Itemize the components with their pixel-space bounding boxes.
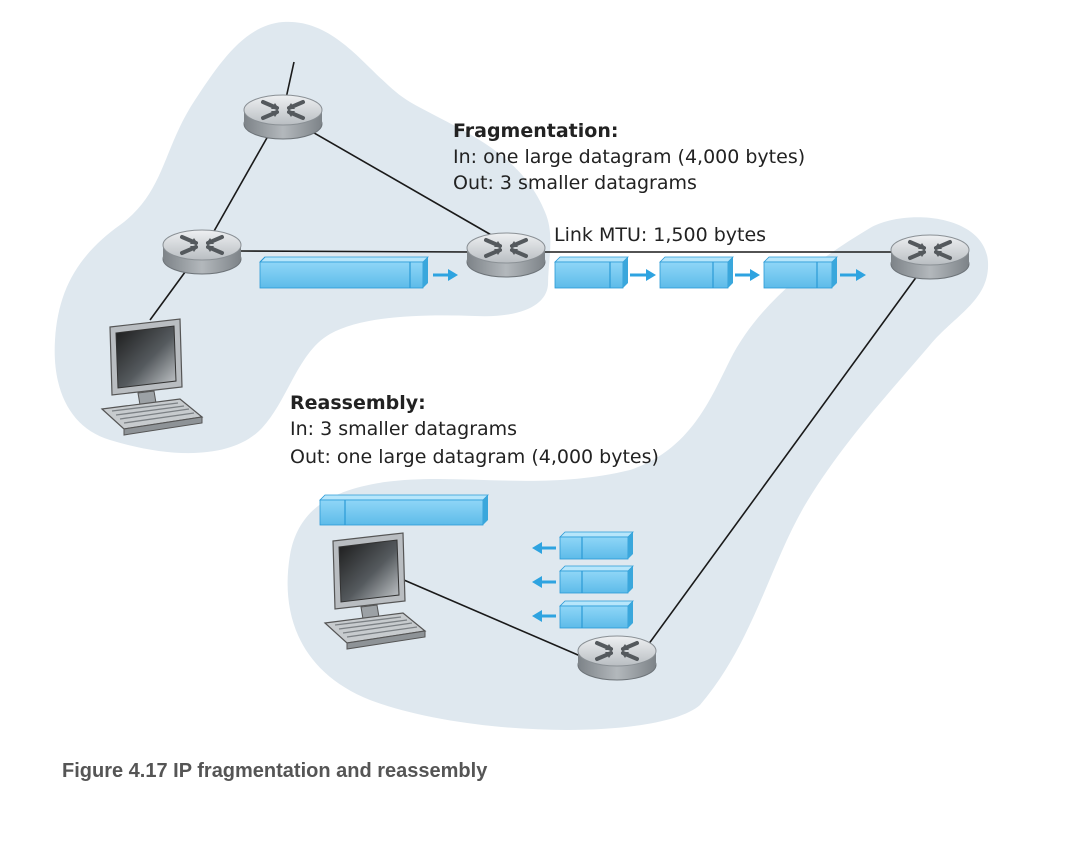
router-right [889,233,971,281]
fragmentation-out-text: Out: 3 smaller datagrams [453,172,697,194]
fragment-3 [763,256,838,289]
arrow-fragment-1 [630,269,656,281]
arrow-received-fragment-2 [532,576,556,588]
fragmentation-title: Fragmentation: [453,120,618,142]
received-fragment-2 [559,565,634,594]
router-bottom [576,634,658,682]
link-router-top-to-left [208,135,269,241]
reassembly-out-text: Out: one large datagram (4,000 bytes) [290,446,659,468]
router-top [242,93,324,141]
router-left [161,228,243,276]
link-router-left-to-middle [239,250,471,253]
link-router-right-to-bottom [647,271,921,646]
figure-caption: Figure 4.17 IP fragmentation and reassem… [62,760,488,782]
arrow-large-datagram [433,269,458,281]
link-router-top-to-middle [301,125,501,241]
link-router-bottom-to-host [389,573,586,659]
fragmentation-in-text: In: one large datagram (4,000 bytes) [453,146,805,168]
reassembly-title: Reassembly: [290,392,426,414]
received-fragment-1 [559,531,634,560]
fragment-1 [554,256,629,289]
large-datagram [259,256,429,289]
router-fragmenting [465,231,547,279]
arrow-received-fragment-3 [532,610,556,622]
network-links [149,61,921,659]
reassembly-in-text: In: 3 smaller datagrams [290,418,517,440]
link-mtu-label: Link MTU: 1,500 bytes [554,224,766,246]
arrow-received-fragment-1 [532,542,556,554]
arrow-fragment-3 [840,269,866,281]
reassembled-datagram [319,494,489,526]
link-router-left-to-host [149,267,189,321]
network-cloud-bottom [287,217,989,730]
fragment-2 [659,256,734,289]
received-fragment-3 [559,600,634,629]
arrow-fragment-2 [735,269,760,281]
